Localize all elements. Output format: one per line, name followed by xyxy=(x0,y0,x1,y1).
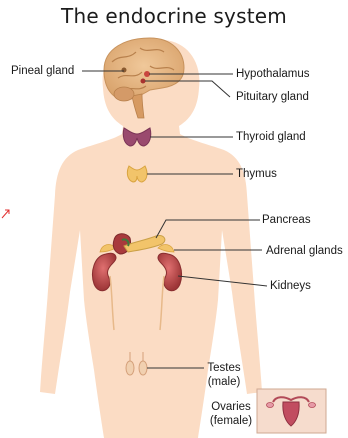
thyroid-gland-label: Thyroid gland xyxy=(236,130,306,144)
pineal-marker xyxy=(122,68,127,73)
diagram-title: The endocrine system xyxy=(0,4,348,28)
ovaries-label-line1: Ovaries xyxy=(204,400,258,414)
hypothalamus-label: Hypothalamus xyxy=(236,67,310,81)
ovaries-label-line2: (female) xyxy=(204,414,258,428)
pineal-gland-label: Pineal gland xyxy=(11,64,74,78)
testes-label: Testes (male) xyxy=(202,361,246,389)
pen-mark xyxy=(2,210,9,218)
testes-label-line2: (male) xyxy=(202,375,246,389)
pituitary-gland-label: Pituitary gland xyxy=(236,90,309,104)
pancreas-label: Pancreas xyxy=(262,213,311,227)
ovaries-inset xyxy=(257,389,326,433)
pituitary-marker xyxy=(141,79,146,84)
kidneys-label: Kidneys xyxy=(270,279,311,293)
thymus-label: Thymus xyxy=(236,167,277,181)
adrenal-glands-label: Adrenal glands xyxy=(266,244,343,258)
testes-label-line1: Testes xyxy=(202,361,246,375)
ovaries-label: Ovaries (female) xyxy=(204,400,258,428)
